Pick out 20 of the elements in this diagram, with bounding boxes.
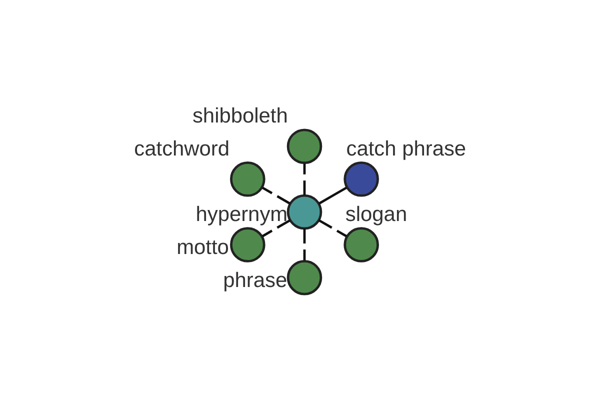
node-label: slogan (345, 203, 408, 226)
node-circle (286, 128, 322, 164)
node-label: phrase (223, 268, 288, 292)
node-label: motto (176, 236, 229, 260)
node-circle (230, 227, 266, 262)
node-circle (344, 227, 379, 262)
node-circle (286, 194, 322, 230)
connector (262, 219, 291, 238)
connector (303, 164, 306, 196)
node-label: hypernym (196, 203, 288, 226)
connector (262, 186, 291, 205)
connector (318, 219, 347, 238)
node-circle (286, 260, 322, 296)
node-circle (230, 162, 266, 197)
node-circle (344, 162, 379, 197)
node-label: catch phrase (346, 138, 466, 161)
connector (318, 186, 347, 205)
node-label: catchword (134, 138, 230, 161)
node-label: shibboleth (192, 104, 288, 128)
connector (303, 228, 306, 260)
